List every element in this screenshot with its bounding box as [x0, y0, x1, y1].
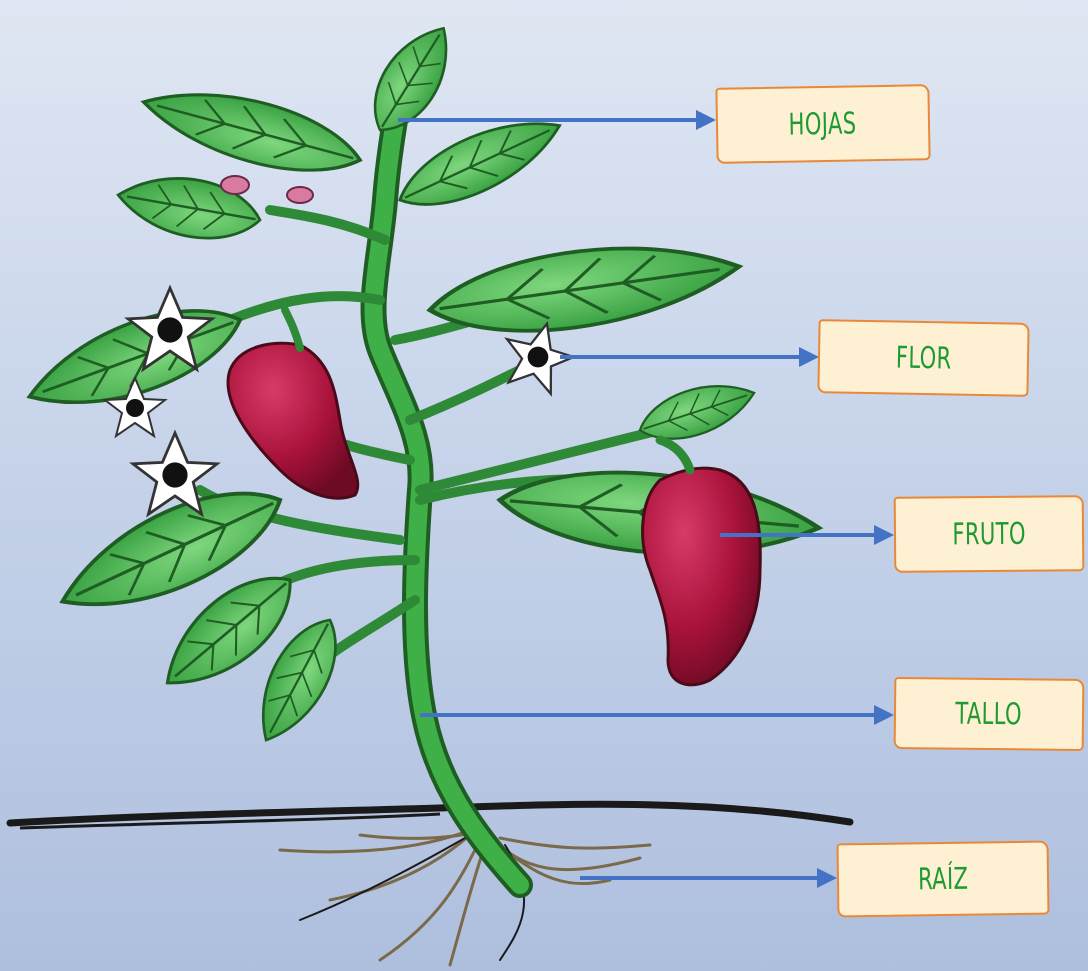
label-raiz: RAÍZ [836, 841, 1049, 918]
label-fruto: FRUTO [894, 495, 1085, 573]
label-hojas-text: HOJAS [789, 106, 858, 142]
label-tallo-text: TALLO [956, 696, 1023, 732]
label-tallo: TALLO [894, 677, 1085, 751]
label-flor: FLOR [817, 319, 1029, 397]
label-hojas: HOJAS [715, 84, 930, 164]
ground-line [10, 804, 850, 828]
label-flor-text: FLOR [895, 340, 951, 376]
roots [280, 830, 650, 965]
label-fruto-text: FRUTO [952, 516, 1026, 552]
label-raiz-text: RAÍZ [918, 861, 969, 897]
